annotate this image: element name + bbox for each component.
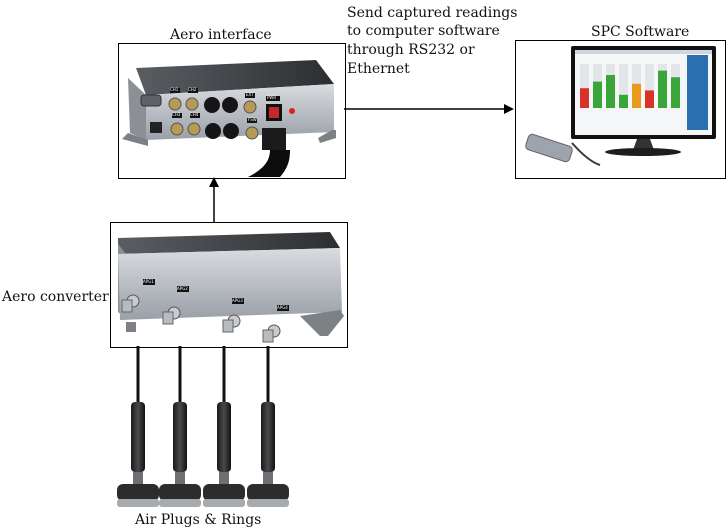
air-plug-1 bbox=[117, 402, 159, 507]
spc-bar bbox=[593, 81, 602, 108]
send-readings-label-line2: to computer software bbox=[347, 23, 500, 39]
power-jack-icon bbox=[150, 122, 162, 133]
serial-cable-icon bbox=[525, 133, 573, 163]
aero-converter-device bbox=[118, 232, 344, 343]
port-label-apg1: APG1 bbox=[143, 279, 154, 284]
spc-software-label: SPC Software bbox=[591, 24, 690, 40]
spc-bar-chart bbox=[580, 64, 680, 108]
spc-bar bbox=[580, 88, 589, 108]
port-label-apg3: APG3 bbox=[232, 298, 243, 303]
port-label-apg2: APG2 bbox=[177, 286, 188, 291]
air-plug-3 bbox=[203, 402, 245, 507]
aero-interface-label: Aero interface bbox=[170, 27, 272, 43]
aero-interface-device bbox=[122, 60, 336, 177]
spc-bar bbox=[619, 94, 628, 108]
spc-bar bbox=[671, 77, 680, 108]
aero-converter-label: Aero converter bbox=[2, 289, 109, 305]
air-plugs-rings-label: Air Plugs & Rings bbox=[135, 512, 262, 528]
spc-bar-track bbox=[645, 64, 654, 108]
spc-bar bbox=[606, 75, 615, 108]
spc-bar bbox=[645, 90, 654, 108]
spc-bar bbox=[632, 83, 641, 108]
port-label-ch1: CH1 bbox=[170, 87, 179, 92]
spc-monitor bbox=[525, 46, 716, 166]
air-tubes bbox=[136, 346, 270, 402]
port-label-ch3: CH3 bbox=[172, 112, 181, 117]
spc-bar-track bbox=[580, 64, 589, 108]
port-label-ch4: CH4 bbox=[190, 112, 199, 117]
port-label-ch2: CH2 bbox=[188, 87, 197, 92]
port-label-ext: EXT bbox=[246, 92, 254, 97]
port-label-apg4: APG4 bbox=[277, 305, 288, 310]
air-plug-2 bbox=[159, 402, 201, 507]
spc-bar-track bbox=[619, 64, 628, 108]
air-plug-4 bbox=[247, 402, 289, 507]
send-readings-label-line4: Ethernet bbox=[347, 61, 410, 77]
send-readings-label-line1: Send captured readings bbox=[347, 5, 518, 21]
port-label-pwr: PWR bbox=[267, 95, 277, 100]
send-readings-label-line3: through RS232 or bbox=[347, 42, 475, 58]
port-label-fsw: FSW bbox=[248, 117, 257, 122]
power-led-icon bbox=[289, 108, 295, 114]
spc-bar bbox=[658, 70, 667, 108]
serial-port-icon bbox=[140, 94, 162, 107]
